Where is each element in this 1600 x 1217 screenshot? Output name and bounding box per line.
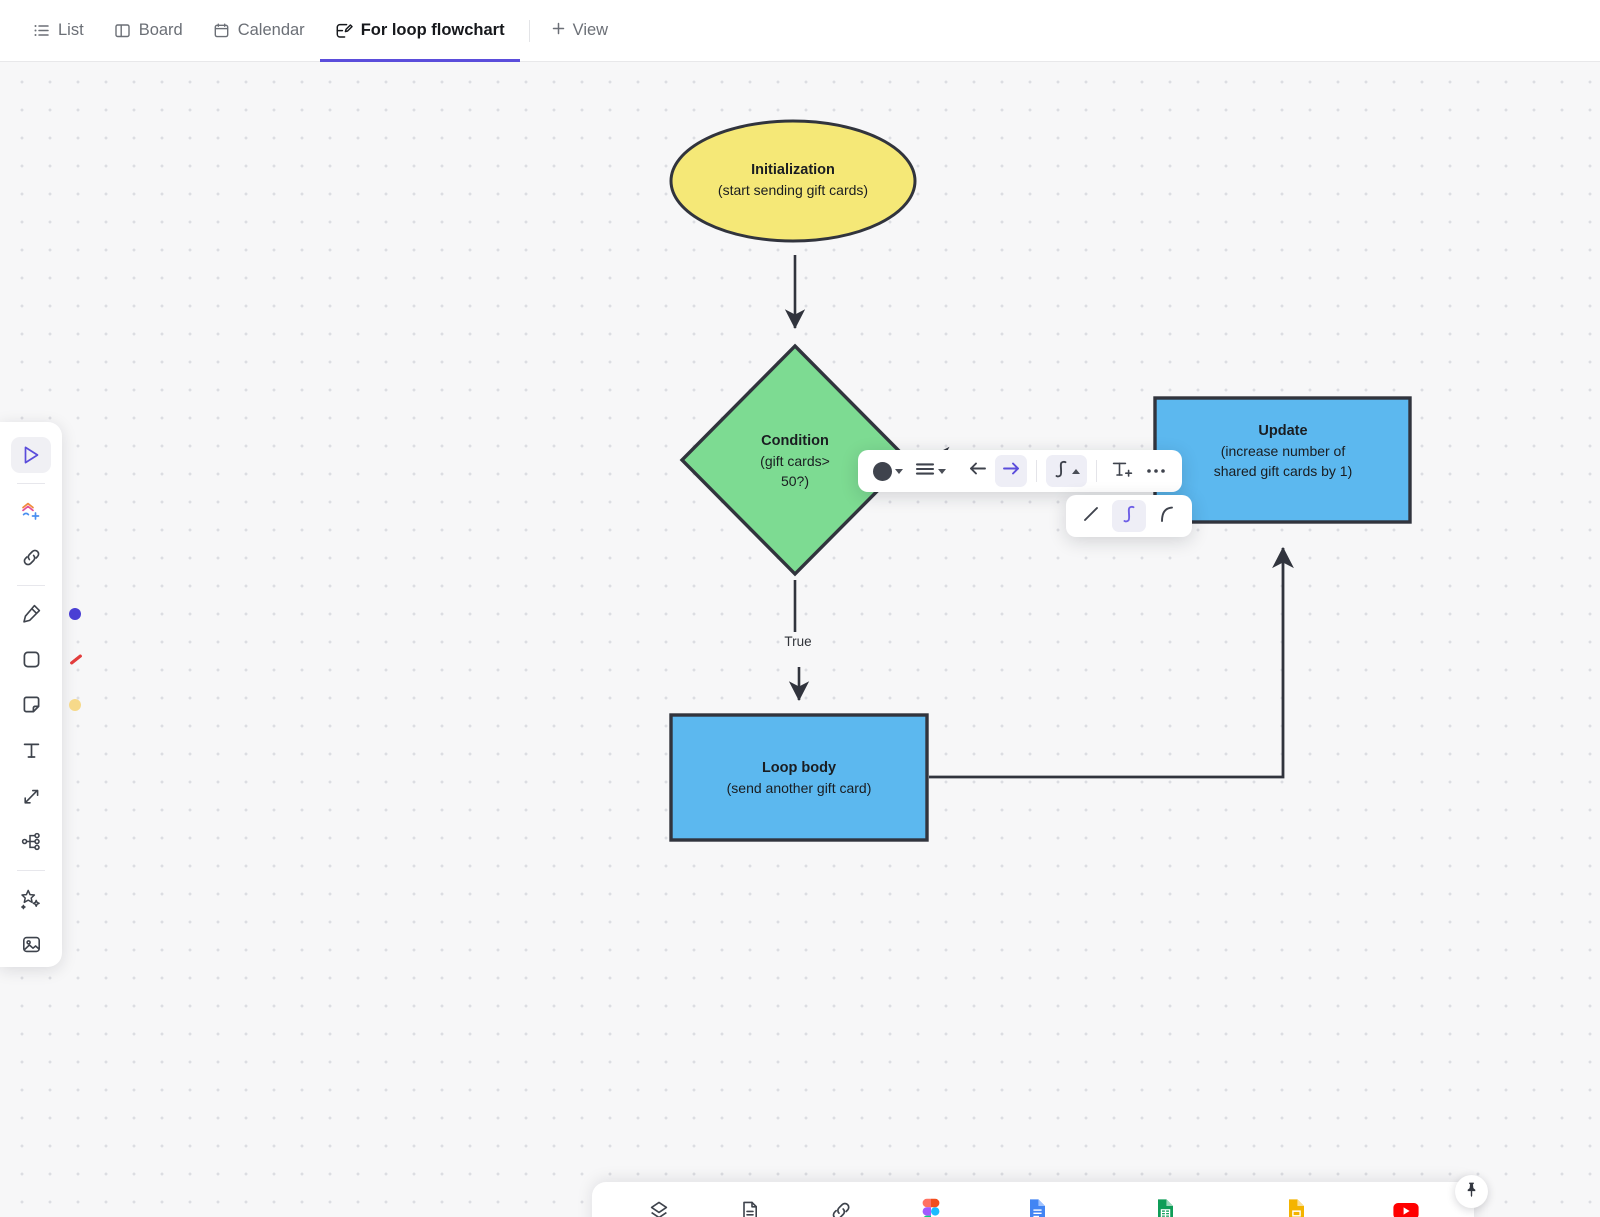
arrow-right-icon	[1001, 459, 1022, 483]
rail-divider	[17, 869, 45, 871]
tab-label: List	[58, 21, 84, 39]
more-options[interactable]	[1140, 455, 1172, 487]
edge-format-toolbar	[858, 450, 1182, 492]
google-docs-icon	[1027, 1198, 1047, 1217]
color-dot-icon	[873, 461, 892, 481]
add-shapes-tool[interactable]	[11, 494, 51, 530]
toolbar-divider	[1036, 460, 1037, 482]
tab-label: Board	[138, 21, 183, 39]
ellipsis-icon	[1146, 462, 1166, 480]
dock-item-google-sheets[interactable]: Google Sheets	[1112, 1198, 1218, 1217]
add-text-to-line[interactable]	[1106, 455, 1138, 487]
board-icon	[114, 22, 131, 39]
google-sheets-icon	[1155, 1198, 1175, 1217]
view-tab-bar: List Board Calendar	[0, 0, 1600, 62]
node-initialization[interactable]	[669, 119, 917, 243]
rail-divider	[17, 482, 45, 484]
pen-color-swatch[interactable]	[69, 607, 81, 620]
node-update[interactable]	[1153, 396, 1412, 524]
arrow-start-toggle[interactable]	[961, 455, 993, 487]
pushpin-icon	[1463, 1181, 1480, 1203]
ai-magic-tool[interactable]	[11, 881, 51, 917]
edge-label-true: True	[784, 634, 812, 649]
rail-divider	[17, 584, 45, 586]
s-curve-line-option[interactable]	[1112, 500, 1146, 532]
line-style-menu[interactable]	[910, 455, 951, 487]
add-text-icon	[1111, 459, 1133, 484]
sticky-color-swatch[interactable]	[69, 698, 81, 711]
node-condition[interactable]	[679, 343, 911, 577]
dock-item-figma[interactable]: Figma	[900, 1198, 962, 1217]
tab-divider	[528, 19, 530, 42]
s-curve-icon	[1121, 504, 1137, 529]
line-color-swatch[interactable]	[868, 455, 908, 487]
text-tool[interactable]	[11, 733, 51, 769]
whiteboard-icon	[335, 22, 353, 40]
arrow-left-icon	[967, 459, 988, 483]
dock-item-task[interactable]: Task	[628, 1198, 690, 1217]
chevron-up-icon	[1072, 468, 1080, 474]
tab-board[interactable]: Board	[99, 0, 198, 62]
chevron-down-icon	[938, 468, 946, 474]
task-icon	[647, 1198, 671, 1217]
tab-label: For loop flowchart	[360, 21, 505, 39]
node-loop-body[interactable]	[669, 713, 929, 842]
tab-for-loop-flowchart[interactable]: For loop flowchart	[319, 0, 520, 62]
mindmap-tool[interactable]	[11, 824, 51, 860]
arc-line-option[interactable]	[1150, 500, 1184, 532]
image-tool[interactable]	[11, 926, 51, 962]
dock-item-google-slides[interactable]: Google Slides	[1247, 1198, 1347, 1217]
toolbar-divider	[1096, 460, 1097, 482]
tool-rail	[0, 422, 83, 967]
line-shape-menu[interactable]	[1046, 455, 1087, 487]
arrow-end-toggle[interactable]	[995, 455, 1027, 487]
pen-tool[interactable]	[11, 596, 81, 632]
link-tool[interactable]	[11, 539, 51, 575]
plus-icon	[551, 21, 566, 41]
straight-line-icon	[1081, 504, 1101, 529]
add-view-label: View	[572, 21, 609, 39]
youtube-icon	[1392, 1198, 1420, 1217]
cursor-select-tool[interactable]	[11, 437, 51, 473]
tab-calendar[interactable]: Calendar	[198, 0, 320, 62]
line-shape-submenu	[1066, 495, 1192, 537]
connector-tool[interactable]	[11, 778, 51, 814]
dock-item-doc[interactable]: Doc	[719, 1198, 781, 1217]
pin-dock-button[interactable]	[1455, 1175, 1488, 1208]
calendar-icon	[213, 22, 230, 39]
straight-line-option[interactable]	[1074, 500, 1108, 532]
chevron-down-icon	[895, 468, 903, 474]
figma-icon	[922, 1198, 940, 1217]
doc-icon	[739, 1198, 761, 1217]
rectangle-tool[interactable]	[11, 641, 83, 677]
line-thickness-icon	[915, 461, 935, 482]
list-icon	[33, 22, 50, 39]
whiteboard-canvas[interactable]: Initialization (start sending gift cards…	[0, 62, 1600, 1217]
dock-item-website[interactable]: Website	[810, 1198, 872, 1217]
tab-label: Calendar	[237, 21, 305, 39]
dock-item-google-docs[interactable]: Google Docs	[991, 1198, 1084, 1217]
app-dock: Task Doc	[592, 1182, 1474, 1217]
dock-item-youtube[interactable]: YouTube	[1375, 1198, 1438, 1217]
s-curve-icon	[1053, 459, 1069, 484]
arc-line-icon	[1157, 504, 1177, 529]
google-slides-icon	[1286, 1198, 1306, 1217]
sticky-note-tool[interactable]	[11, 687, 81, 723]
add-view-button[interactable]: View	[539, 21, 620, 41]
link-icon	[829, 1198, 853, 1217]
edge-body-to-update[interactable]	[929, 546, 1294, 779]
flowchart-graphics	[669, 119, 1412, 842]
tab-list[interactable]: List	[18, 0, 99, 62]
